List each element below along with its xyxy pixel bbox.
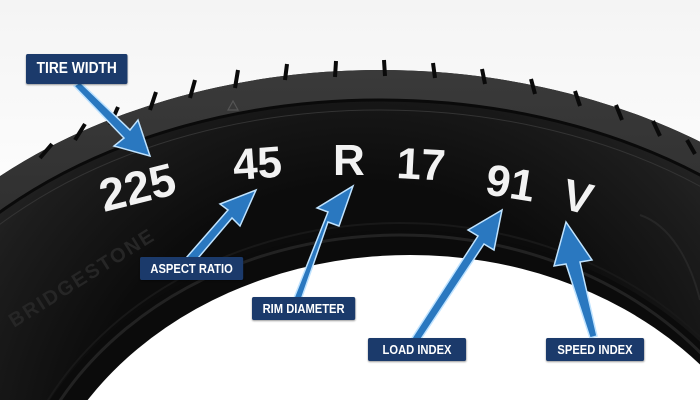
speed-index-label-text: SPEED INDEX	[557, 342, 633, 357]
load-index-label: LOAD INDEX	[368, 338, 467, 361]
load-index-arrow-icon	[410, 208, 504, 343]
size-aspect-ratio: 45	[231, 138, 283, 190]
tire-width-label-text: TIRE WIDTH	[36, 60, 117, 77]
aspect-ratio-arrow-icon	[184, 188, 258, 266]
size-load-index: 91	[482, 155, 538, 211]
tire-body	[0, 59, 700, 400]
rim-diameter-arrow-icon	[292, 184, 355, 301]
size-code: 225 45 R 17 91 V	[94, 136, 599, 225]
tire-width-arrow-icon	[72, 81, 152, 158]
size-construction: R	[333, 136, 365, 185]
tire-width-label: TIRE WIDTH	[26, 54, 128, 84]
aspect-ratio-label-text: ASPECT RATIO	[150, 261, 233, 276]
speed-index-label: SPEED INDEX	[546, 338, 645, 361]
rim-diameter-label-text: RIM DIAMETER	[262, 301, 345, 316]
wear-indicator-icon	[226, 99, 240, 111]
size-rim-diameter: 17	[395, 139, 446, 190]
aspect-ratio-label: ASPECT RATIO	[140, 257, 244, 280]
speed-index-arrow-icon	[552, 220, 598, 339]
rim-diameter-label: RIM DIAMETER	[252, 297, 356, 320]
load-index-label-text: LOAD INDEX	[382, 342, 452, 357]
